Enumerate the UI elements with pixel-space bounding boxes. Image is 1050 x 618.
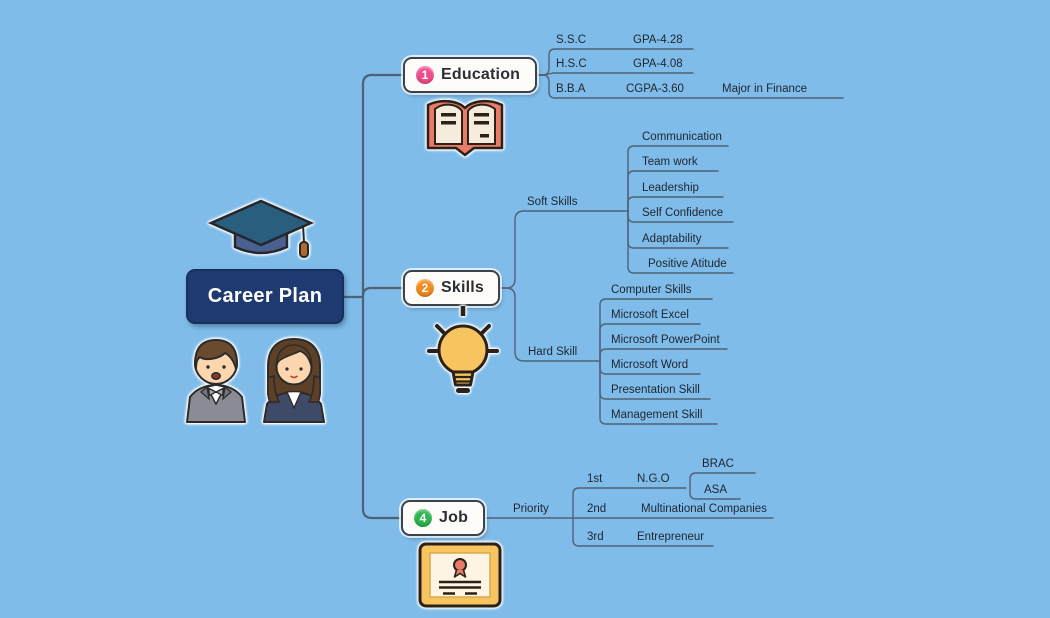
topic-rank-1st[interactable]: 1st: [587, 473, 603, 485]
root-node-label: Career Plan: [207, 285, 323, 307]
topic-management-skill[interactable]: Management Skill: [611, 409, 703, 421]
job-number-badge: 4: [414, 509, 432, 527]
topic-microsoft-word[interactable]: Microsoft Word: [611, 359, 689, 371]
open-book-icon[interactable]: [422, 96, 508, 160]
topic-communication[interactable]: Communication: [642, 131, 722, 143]
light-bulb-icon[interactable]: [423, 306, 503, 398]
topic-major-in-finance[interactable]: Major in Finance: [722, 83, 808, 95]
topic-team-work[interactable]: Team work: [642, 156, 698, 168]
root-node-career-plan[interactable]: Career Plan: [186, 269, 344, 324]
topic-rank-3rd[interactable]: 3rd: [587, 531, 604, 543]
topic-ssc[interactable]: S.S.C: [556, 34, 587, 46]
graduation-cap-icon[interactable]: [205, 196, 317, 266]
topic-asa[interactable]: ASA: [704, 484, 728, 496]
education-number-badge: 1: [416, 66, 434, 84]
topic-bba[interactable]: B.B.A: [556, 83, 586, 95]
main-branch-lines: [342, 73, 405, 520]
job-node-label: Job: [439, 509, 469, 526]
topic-computer-skills[interactable]: Computer Skills: [611, 284, 692, 296]
skills-node-label: Skills: [441, 279, 485, 296]
branch-node-skills[interactable]: 2 Skills: [403, 270, 500, 306]
topic-ngo[interactable]: N.G.O: [637, 473, 670, 485]
topic-presentation-skill[interactable]: Presentation Skill: [611, 384, 700, 396]
topic-hard-skill[interactable]: Hard Skill: [528, 346, 578, 358]
topic-rank-2nd[interactable]: 2nd: [587, 503, 607, 515]
education-node-label: Education: [441, 66, 521, 83]
topic-self-confidence[interactable]: Self Confidence: [642, 207, 724, 219]
topic-microsoft-powerpoint[interactable]: Microsoft PowerPoint: [611, 334, 720, 346]
topic-hsc[interactable]: H.S.C: [556, 58, 587, 70]
topic-leadership[interactable]: Leadership: [642, 182, 699, 194]
branch-node-job[interactable]: 4 Job: [401, 500, 485, 536]
businesswoman-icon[interactable]: [256, 336, 332, 424]
topic-adaptability[interactable]: Adaptability: [642, 233, 702, 245]
topic-brac[interactable]: BRAC: [702, 458, 734, 470]
businessman-icon[interactable]: [176, 336, 256, 424]
skills-number-badge: 2: [416, 279, 434, 297]
topic-multinational-companies[interactable]: Multinational Companies: [641, 503, 767, 515]
branch-node-education[interactable]: 1 Education: [403, 57, 537, 93]
topic-positive-atitude[interactable]: Positive Atitude: [648, 258, 727, 270]
topic-ssc-gpa[interactable]: GPA-4.28: [633, 34, 683, 46]
topic-microsoft-excel[interactable]: Microsoft Excel: [611, 309, 689, 321]
certificate-icon[interactable]: [417, 541, 503, 609]
topic-soft-skills[interactable]: Soft Skills: [527, 196, 578, 208]
topic-priority[interactable]: Priority: [513, 503, 549, 515]
topic-bba-cgpa[interactable]: CGPA-3.60: [626, 83, 684, 95]
topic-hsc-gpa[interactable]: GPA-4.08: [633, 58, 683, 70]
topic-entrepreneur[interactable]: Entrepreneur: [637, 531, 705, 543]
